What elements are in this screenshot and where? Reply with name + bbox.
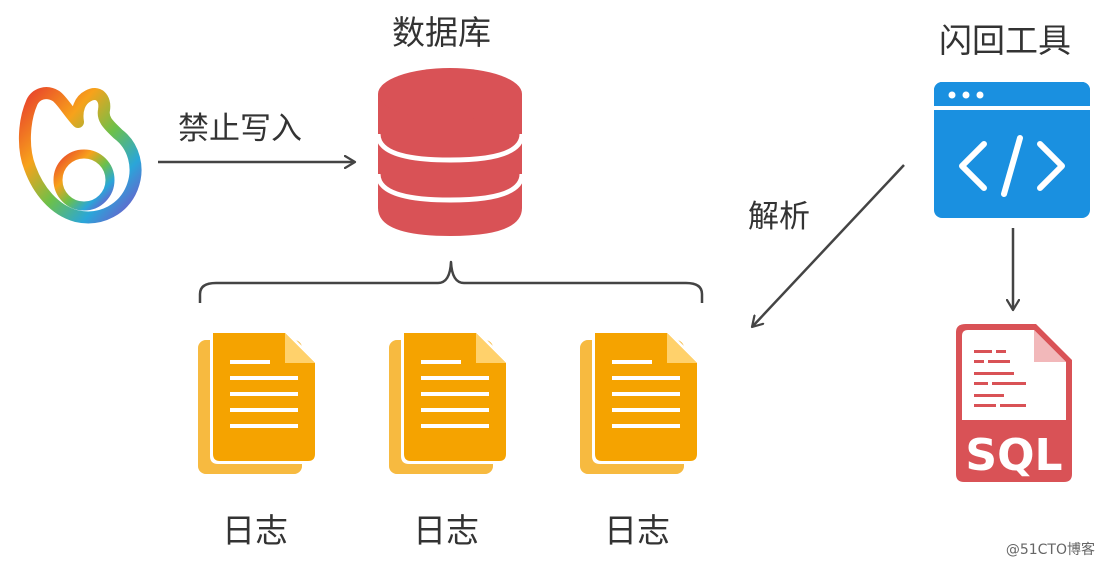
write-block-label: 禁止写入 [178,111,302,147]
watermark: @51CTO博客 [1005,542,1095,558]
sql-badge-text: SQL [965,430,1062,481]
database-label: 数据库 [392,13,491,52]
parse-arrow [752,164,905,327]
log-file-icon-2 [389,330,509,474]
parse-label: 解析 [748,199,810,235]
log-label-1: 日志 [222,511,288,550]
log-label-2: 日志 [413,511,479,550]
log-file-icon-1 [198,330,318,474]
database-icon [375,68,525,236]
navicat-logo-icon [18,87,142,224]
log-brace [198,260,704,303]
code-window-icon [934,82,1090,218]
sql-file-icon: SQL [956,324,1072,482]
flashback-tool-label: 闪回工具 [939,21,1071,60]
log-label-3: 日志 [604,511,670,550]
log-file-icon-3 [580,330,700,474]
